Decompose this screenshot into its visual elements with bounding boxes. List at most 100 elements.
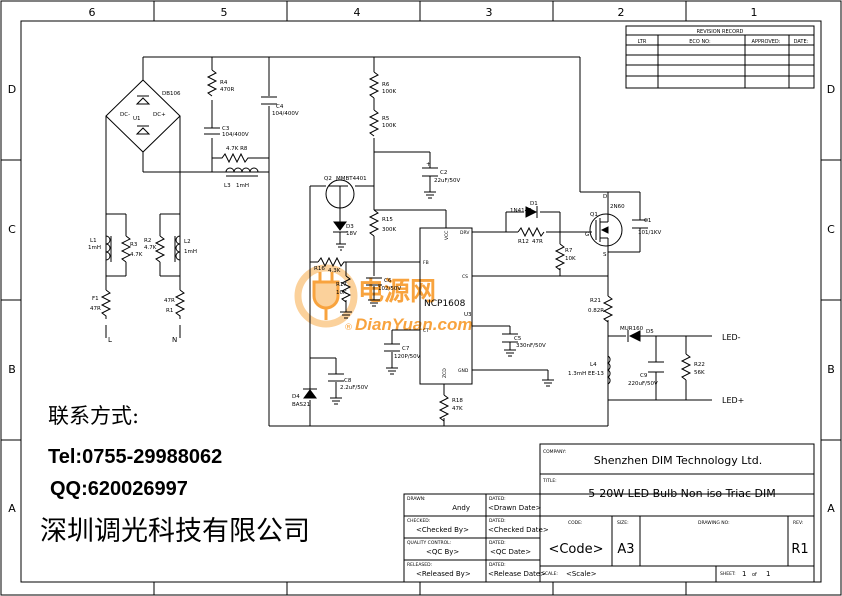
c2-label: C2: [440, 170, 447, 176]
r12-resistor: [517, 226, 545, 238]
c5-capacitor: [502, 333, 518, 343]
r16-label: R16: [314, 266, 325, 272]
r15-label: R15: [382, 217, 393, 223]
contact-tel: Tel:0755-29988062: [48, 446, 222, 468]
r22-resistor: [680, 353, 692, 381]
row-label-a-left: A: [8, 502, 16, 515]
drawn-by: Andy: [452, 504, 470, 512]
title-block: COMPANY: Shenzhen DIM Technology Ltd. TI…: [403, 443, 815, 583]
c9-label: C9: [640, 373, 648, 379]
l3-inductor: [225, 167, 259, 173]
row-label-c-right: C: [827, 223, 835, 236]
l4-label: L4: [590, 362, 597, 368]
r12-label: R12: [518, 239, 529, 245]
rev-col-date: DATE:: [794, 39, 809, 45]
r16-resistor: [317, 256, 346, 268]
company-label: COMPANY:: [543, 449, 566, 455]
q1-label: Q1: [590, 212, 598, 218]
d1-diode: [525, 206, 538, 218]
revision-title: REVISION RECORD: [697, 29, 744, 35]
size-label: SIZE:: [617, 520, 629, 526]
c1-capacitor: [632, 219, 648, 229]
d5-value: MUR160: [620, 326, 644, 332]
c8-label: C8: [344, 378, 352, 384]
c3-value: 104/400V: [222, 132, 249, 138]
r17-value: 10K: [336, 290, 347, 296]
r6-label: R6: [382, 82, 390, 88]
r1-value: 47R: [164, 298, 175, 304]
dated1-label: DATED:: [489, 496, 506, 502]
drawn-label: DRAWN:: [407, 496, 426, 502]
pin-g-label: G: [585, 232, 589, 238]
scale-label: SCALE:: [542, 571, 558, 577]
c3-label: C3: [222, 126, 230, 132]
c5-label: C5: [514, 336, 522, 342]
ground-symbol: [336, 243, 346, 251]
rev-col-ltr: LTR: [638, 39, 647, 45]
pin-s-label: S: [603, 252, 607, 258]
l2-inductor: [175, 235, 181, 261]
qc-date: <QC Date>: [490, 548, 531, 556]
watermark-url: DianYuan.com: [355, 315, 472, 334]
ground-symbol: [330, 397, 342, 405]
qc-by: <QC By>: [426, 548, 459, 556]
r22-label: R22: [694, 362, 705, 368]
r8-resistor: [212, 152, 269, 164]
c5-value: 330nF/50V: [516, 343, 546, 349]
q2-label: Q2: [324, 176, 332, 182]
dianyuan-watermark: 电源网 DianYuan.com ®: [294, 264, 472, 334]
q1-value: 2N60: [610, 204, 625, 210]
ground-symbol: [424, 191, 436, 199]
col-label-3: 3: [486, 6, 493, 19]
contact-qq: QQ:620026997: [50, 478, 188, 500]
release-date: <Release Date>: [488, 570, 546, 578]
component-symbols: +: [100, 69, 712, 422]
l1-inductor: [105, 235, 111, 261]
d3-value: 18V: [346, 231, 357, 237]
d3-zener: [333, 221, 347, 233]
registered-mark: ®: [344, 323, 353, 333]
pin-d-label: D: [603, 194, 607, 200]
u1-label: U1: [133, 116, 141, 122]
c8-value: 2.2uF/50V: [340, 385, 368, 391]
ground-symbol: [340, 311, 352, 319]
drawn-date: <Drawn Date>: [488, 504, 542, 512]
r5-label: R5: [382, 116, 390, 122]
f1-resistor: [100, 289, 112, 319]
led-plus-label: LED+: [722, 396, 744, 405]
dc-minus-label: DC-: [120, 112, 130, 118]
drawing-no-label: DRAWING NO:: [698, 520, 730, 526]
d5-label: D5: [646, 329, 654, 335]
d4-value: BAS21: [292, 402, 310, 408]
svg-text:+: +: [426, 161, 431, 168]
r15-resistor: [368, 209, 380, 237]
pin-zcd-label: ZCD: [442, 368, 448, 378]
c4-capacitor: [261, 96, 277, 105]
rev-col-approved: APPROVED:: [752, 39, 781, 45]
checked-label: CHECKED:: [407, 518, 430, 524]
c2-value: 22uF/50V: [434, 178, 460, 184]
r2-label: R2: [144, 238, 151, 244]
checked-date: <Checked Date>: [488, 526, 549, 534]
u3-label: U3: [464, 312, 472, 318]
l2-value: 1mH: [184, 249, 197, 255]
l4-value: 1.3mH EE-13: [568, 371, 604, 377]
c4-value: 104/400V: [272, 111, 299, 117]
r8-label: 4.7K R8: [226, 146, 248, 152]
r18-value: 47K: [452, 406, 463, 412]
r4-value: 470R: [220, 87, 234, 93]
ground-symbol: [504, 349, 516, 357]
qc-label: QUALITY CONTROL:: [407, 540, 451, 546]
r18-resistor: [438, 394, 450, 422]
pin-vcc-label: VCC: [444, 231, 450, 240]
c7-label: C7: [402, 346, 410, 352]
c4-label: C4: [276, 104, 284, 110]
contact-info: 联系方式: Tel:0755-29988062 QQ:620026997 深圳调…: [40, 404, 310, 547]
r4-resistor: [206, 69, 218, 97]
line-n-label: N: [172, 336, 177, 344]
of-label: of: [752, 572, 757, 578]
r12-value: 47R: [532, 239, 543, 245]
r17-resistor: [340, 275, 352, 303]
r21-label: R21: [590, 298, 601, 304]
r4-label: R4: [220, 80, 228, 86]
